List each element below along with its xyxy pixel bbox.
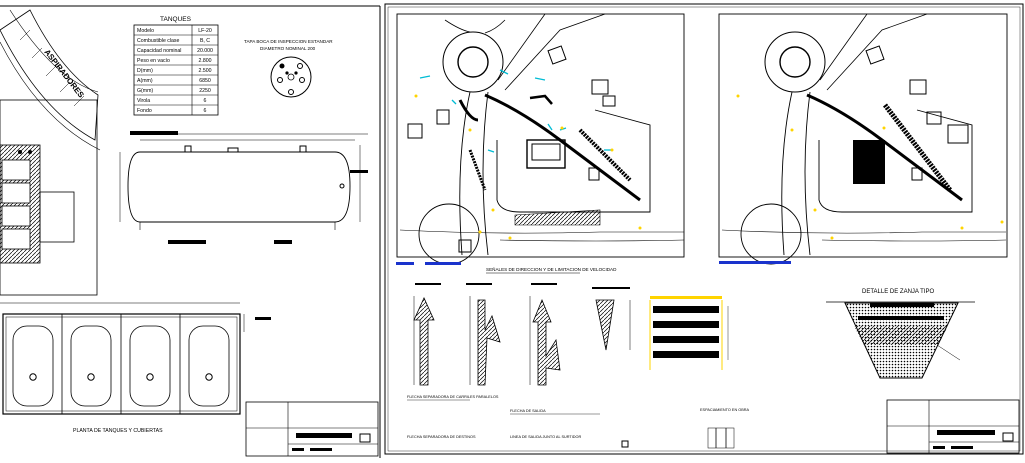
tank-table-label: A(mm) [137, 78, 153, 84]
tank-table-label: Modelo [137, 28, 154, 34]
left-sheet: ASPIRADORES TANQUES Modelo LF-20Combustib… [0, 5, 381, 458]
aspirador-band [0, 9, 101, 151]
site-plan-right [718, 13, 1008, 265]
note-destinations: FLECHA SEPARADORA DE DESTINOS [407, 435, 476, 439]
tank-table-value: 20.000 [197, 48, 213, 54]
tank-table-value: LF-20 [198, 28, 212, 34]
tank-table-label: Fondo [137, 108, 152, 114]
tank-table-label: G(mm) [137, 88, 153, 94]
tank-table-value: 2.500 [199, 68, 212, 74]
tank-table-value: B, C [200, 38, 210, 44]
tank-table-value: 6850 [199, 78, 211, 84]
aspirador-label: ASPIRADORES [42, 48, 86, 100]
site-plan-left [396, 13, 685, 265]
crosswalk-stripes [649, 296, 729, 370]
tank-table-value: 2.800 [199, 58, 212, 64]
tank-table-value: 6 [204, 98, 207, 104]
tank-table-label: Capacidad nominal [137, 48, 181, 54]
tank-table-label: Combustible clase [137, 38, 179, 44]
note-spacing: ESPACIAMIENTO EN OBRA [700, 408, 749, 412]
title-block-right [886, 399, 1020, 454]
right-sheet: SEÑALES DE DIRECCION Y DE LIMITACION DE … [384, 3, 1024, 455]
arrow-details [413, 283, 631, 386]
note-exit-arrow: FLECHA DE SALIDA [510, 409, 546, 413]
signage-title: SEÑALES DE DIRECCION Y DE LIMITACION DE … [486, 266, 617, 272]
tank-table-title: TANQUES [160, 16, 192, 23]
inspection-cap-detail: TAPA BOCA DE INSPECCION ESTANDAR DIAMETR… [244, 39, 333, 98]
note-exit-line: LINEA DE SALIDA JUNTO AL SURTIDOR [510, 435, 582, 439]
tanks-plan-caption: PLANTA DE TANQUES Y CUBIERTAS [73, 428, 163, 434]
tank-table-label: Virola [137, 98, 150, 104]
trench-section [826, 301, 975, 379]
tank-table-label: Peso en vacío [137, 58, 170, 64]
tank-elevation [119, 131, 368, 244]
inspection-note-line1: TAPA BOCA DE INSPECCION ESTANDAR [244, 39, 333, 44]
tanks-plan [0, 302, 271, 415]
left-building-plan [0, 99, 98, 296]
inspection-note-line2: DIAMETRO NOMINAL 200 [260, 46, 316, 51]
tank-table-value: 6 [204, 108, 207, 114]
note-parallel-lanes: FLECHA SEPARADORA DE CARRILES PARALELOS [407, 395, 499, 399]
tank-table-value: 2250 [199, 88, 211, 94]
tank-table-label: D(mm) [137, 68, 153, 74]
trench-title: DETALLE DE ZANJA TIPO [862, 289, 934, 295]
title-block-left [245, 401, 379, 457]
